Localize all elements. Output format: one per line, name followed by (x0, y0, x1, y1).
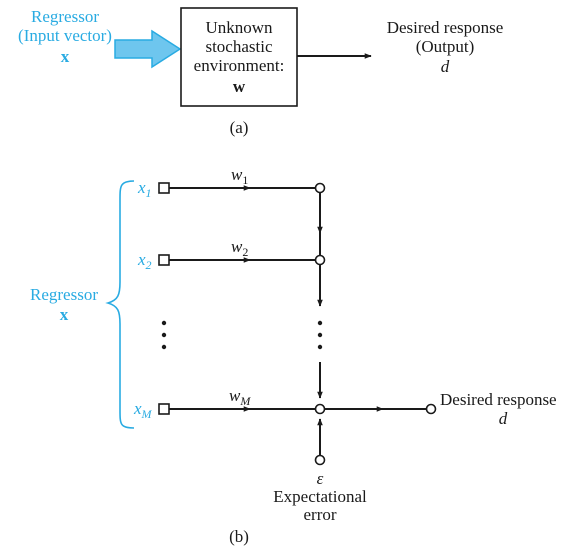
environment-label-2: stochastic (205, 37, 272, 56)
regressor-symbol: x (60, 305, 69, 324)
weight-w1-label: w1 (231, 165, 248, 187)
input-xM-terminal (158, 403, 170, 415)
output-label: (Output) (416, 37, 475, 56)
sum-ellipsis-dots (317, 320, 323, 350)
regressor-input-symbol: x (61, 47, 70, 66)
environment-label-1: Unknown (205, 18, 273, 37)
error-symbol: ε (317, 469, 324, 488)
sum-node-2 (314, 254, 326, 266)
input-x1-terminal (158, 182, 170, 194)
desired-response-b-symbol: d (499, 409, 508, 428)
weight-w2-label: w2 (231, 237, 248, 259)
input-x2-terminal (158, 254, 170, 266)
input-x2-label: x2 (137, 250, 152, 272)
panel-b: Regressor x x1 w1 x2 w2 xM wM (30, 165, 557, 546)
sum-node-final (314, 403, 326, 415)
caption-a: (a) (230, 118, 249, 137)
error-label-1: Expectational (273, 487, 367, 506)
regressor-label: Regressor (30, 285, 98, 304)
caption-b: (b) (229, 527, 249, 546)
error-node (314, 454, 326, 466)
output-node (425, 403, 437, 415)
environment-box (180, 7, 298, 107)
regressor-input-label: Regressor (31, 7, 99, 26)
error-label-2: error (303, 505, 336, 524)
input-xM-label: xM (133, 399, 153, 421)
desired-response-b-label: Desired response (440, 390, 557, 409)
environment-label-3: environment: (194, 56, 285, 75)
regressor-brace (105, 180, 135, 429)
input-x1-label: x1 (137, 178, 152, 200)
input-ellipsis-dots (161, 320, 167, 350)
weight-wM-label: wM (229, 386, 251, 408)
sum-node-1 (314, 182, 326, 194)
regressor-input-vector-label: (Input vector) (18, 26, 112, 45)
environment-symbol: w (233, 77, 246, 96)
output-symbol: d (441, 57, 450, 76)
panel-a: Regressor (Input vector) x Unknown stoch… (18, 7, 503, 137)
input-block-arrow (114, 29, 182, 69)
desired-response-label: Desired response (387, 18, 504, 37)
